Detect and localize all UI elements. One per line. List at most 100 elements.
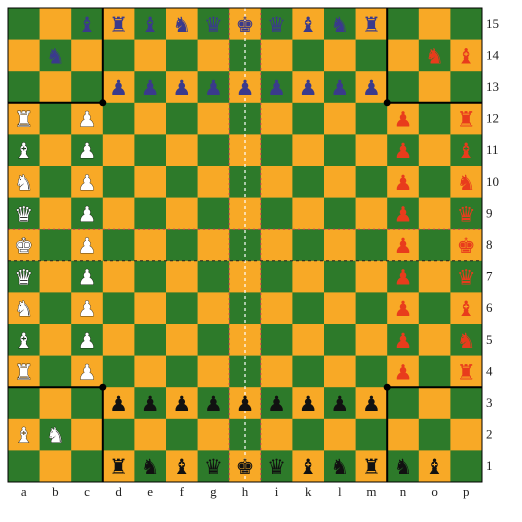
white-bishop-icon[interactable]: ♝ xyxy=(14,139,33,163)
square-e10[interactable] xyxy=(134,166,166,198)
square-i5[interactable] xyxy=(261,324,293,356)
square-f2[interactable] xyxy=(166,419,198,451)
square-o3[interactable] xyxy=(419,387,451,419)
square-m5[interactable] xyxy=(356,324,388,356)
square-h11[interactable] xyxy=(229,134,261,166)
black-bishop-icon[interactable]: ♝ xyxy=(172,455,191,479)
square-d7[interactable] xyxy=(103,261,135,293)
square-b10[interactable] xyxy=(40,166,72,198)
square-p15[interactable] xyxy=(450,8,482,40)
square-k14[interactable] xyxy=(292,40,324,72)
white-pawn-icon[interactable]: ♟ xyxy=(78,329,97,353)
blue-pawn-icon[interactable]: ♟ xyxy=(141,76,160,100)
black-pawn-icon[interactable]: ♟ xyxy=(362,392,381,416)
white-bishop-icon[interactable]: ♝ xyxy=(14,329,33,353)
square-i8[interactable] xyxy=(261,229,293,261)
square-b15[interactable] xyxy=(40,8,72,40)
red-rook-icon[interactable]: ♜ xyxy=(457,108,476,132)
square-m9[interactable] xyxy=(356,198,388,230)
square-b3[interactable] xyxy=(40,387,72,419)
blue-bishop-icon[interactable]: ♝ xyxy=(78,13,97,37)
square-d5[interactable] xyxy=(103,324,135,356)
white-queen-icon[interactable]: ♛ xyxy=(14,202,33,226)
blue-knight-icon[interactable]: ♞ xyxy=(330,13,349,37)
red-knight-icon[interactable]: ♞ xyxy=(425,44,444,68)
square-o9[interactable] xyxy=(419,198,451,230)
blue-pawn-icon[interactable]: ♟ xyxy=(236,76,255,100)
black-pawn-icon[interactable]: ♟ xyxy=(299,392,318,416)
blue-rook-icon[interactable]: ♜ xyxy=(109,13,128,37)
square-b9[interactable] xyxy=(40,198,72,230)
square-e9[interactable] xyxy=(134,198,166,230)
square-g7[interactable] xyxy=(198,261,230,293)
square-b13[interactable] xyxy=(40,71,72,103)
square-f10[interactable] xyxy=(166,166,198,198)
square-e8[interactable] xyxy=(134,229,166,261)
square-d6[interactable] xyxy=(103,292,135,324)
square-d10[interactable] xyxy=(103,166,135,198)
square-d14[interactable] xyxy=(103,40,135,72)
square-i6[interactable] xyxy=(261,292,293,324)
square-f8[interactable] xyxy=(166,229,198,261)
square-e4[interactable] xyxy=(134,356,166,388)
square-g4[interactable] xyxy=(198,356,230,388)
square-f9[interactable] xyxy=(166,198,198,230)
square-d12[interactable] xyxy=(103,103,135,135)
square-b1[interactable] xyxy=(40,450,72,482)
square-b5[interactable] xyxy=(40,324,72,356)
blue-bishop-icon[interactable]: ♝ xyxy=(299,13,318,37)
blue-pawn-icon[interactable]: ♟ xyxy=(267,76,286,100)
white-pawn-icon[interactable]: ♟ xyxy=(78,202,97,226)
square-e12[interactable] xyxy=(134,103,166,135)
red-pawn-icon[interactable]: ♟ xyxy=(394,139,413,163)
square-k5[interactable] xyxy=(292,324,324,356)
square-n2[interactable] xyxy=(387,419,419,451)
square-m11[interactable] xyxy=(356,134,388,166)
square-g9[interactable] xyxy=(198,198,230,230)
square-d11[interactable] xyxy=(103,134,135,166)
red-pawn-icon[interactable]: ♟ xyxy=(394,202,413,226)
square-l14[interactable] xyxy=(324,40,356,72)
square-k10[interactable] xyxy=(292,166,324,198)
square-m14[interactable] xyxy=(356,40,388,72)
square-l2[interactable] xyxy=(324,419,356,451)
white-pawn-icon[interactable]: ♟ xyxy=(78,139,97,163)
white-knight-icon[interactable]: ♞ xyxy=(14,171,33,195)
square-o13[interactable] xyxy=(419,71,451,103)
white-queen-icon[interactable]: ♛ xyxy=(14,266,33,290)
blue-king-icon[interactable]: ♚ xyxy=(236,13,255,37)
white-pawn-icon[interactable]: ♟ xyxy=(78,234,97,258)
square-f12[interactable] xyxy=(166,103,198,135)
black-pawn-icon[interactable]: ♟ xyxy=(141,392,160,416)
square-b7[interactable] xyxy=(40,261,72,293)
square-i14[interactable] xyxy=(261,40,293,72)
square-i2[interactable] xyxy=(261,419,293,451)
red-pawn-icon[interactable]: ♟ xyxy=(394,171,413,195)
square-p2[interactable] xyxy=(450,419,482,451)
square-g6[interactable] xyxy=(198,292,230,324)
square-g11[interactable] xyxy=(198,134,230,166)
black-pawn-icon[interactable]: ♟ xyxy=(204,392,223,416)
square-f5[interactable] xyxy=(166,324,198,356)
red-knight-icon[interactable]: ♞ xyxy=(457,171,476,195)
square-c13[interactable] xyxy=(71,71,103,103)
square-e5[interactable] xyxy=(134,324,166,356)
blue-bishop-icon[interactable]: ♝ xyxy=(141,13,160,37)
square-e14[interactable] xyxy=(134,40,166,72)
black-queen-icon[interactable]: ♛ xyxy=(267,455,286,479)
square-o15[interactable] xyxy=(419,8,451,40)
square-k2[interactable] xyxy=(292,419,324,451)
black-knight-icon[interactable]: ♞ xyxy=(394,455,413,479)
square-o6[interactable] xyxy=(419,292,451,324)
square-f7[interactable] xyxy=(166,261,198,293)
square-f4[interactable] xyxy=(166,356,198,388)
red-king-icon[interactable]: ♚ xyxy=(457,234,476,258)
square-g14[interactable] xyxy=(198,40,230,72)
square-g12[interactable] xyxy=(198,103,230,135)
red-bishop-icon[interactable]: ♝ xyxy=(457,139,476,163)
blue-pawn-icon[interactable]: ♟ xyxy=(299,76,318,100)
square-a15[interactable] xyxy=(8,8,40,40)
square-p1[interactable] xyxy=(450,450,482,482)
square-c3[interactable] xyxy=(71,387,103,419)
black-pawn-icon[interactable]: ♟ xyxy=(236,392,255,416)
